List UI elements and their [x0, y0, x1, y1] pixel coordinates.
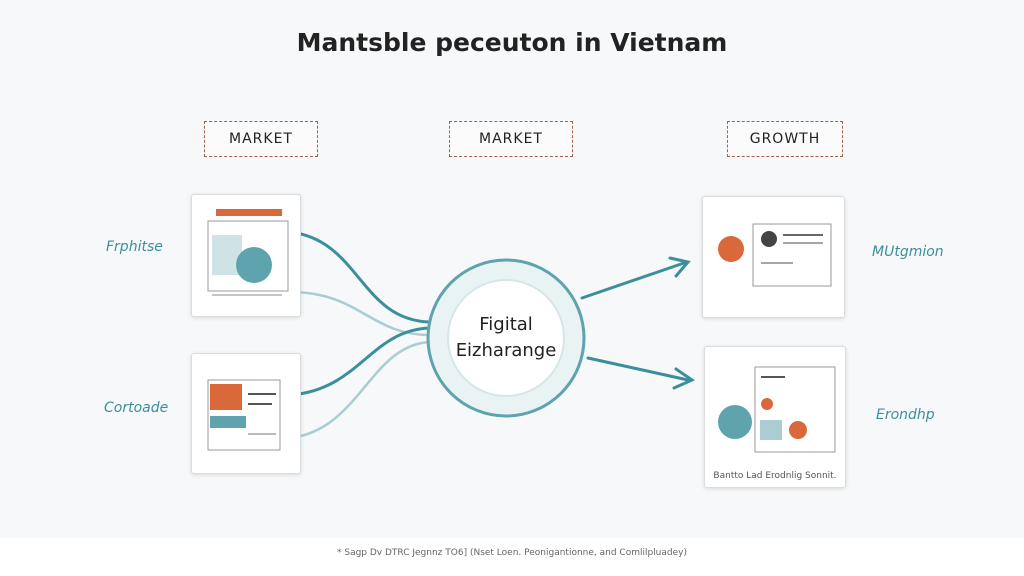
hub-label: Figital Eizharange	[446, 312, 566, 364]
hub-inner-circle	[447, 279, 565, 397]
arrow-up-right	[580, 261, 686, 300]
connector-line	[288, 326, 432, 397]
header-market-1: MARKET	[204, 121, 318, 157]
hub-label-line2: Eizharange	[455, 340, 557, 361]
left-label-1: Frphitse	[106, 239, 163, 255]
footer-note: * Sagp Dv DTRC Jegnnz TO6] (Nset Loen. P…	[337, 548, 687, 558]
card-caption: Bantto Lad Erodnlig Sonnit.	[713, 471, 837, 481]
hub-label-line1: Figital	[479, 314, 533, 335]
arrow-head	[672, 367, 696, 390]
card-left-top	[191, 194, 301, 317]
footer-bar	[0, 538, 1024, 576]
arrow-down-right	[586, 356, 690, 382]
document-illustration	[718, 366, 836, 453]
connector-line	[288, 290, 432, 337]
document-illustration	[718, 223, 832, 287]
header-market-2: MARKET	[449, 121, 573, 157]
card-right-bottom: Bantto Lad Erodnlig Sonnit.	[704, 346, 846, 488]
arrow-head	[668, 256, 691, 278]
connector-line	[288, 230, 432, 324]
page-title: Mantsble peceuton in Vietnam	[296, 28, 728, 57]
right-label-2: Erondhp	[876, 407, 935, 423]
card-left-bottom	[191, 353, 301, 474]
card-right-top	[702, 196, 845, 318]
document-illustration	[207, 379, 281, 451]
connector-line	[288, 340, 432, 440]
left-label-2: Cortoade	[104, 400, 169, 416]
header-growth: GROWTH	[727, 121, 843, 157]
document-illustration	[207, 209, 289, 296]
right-label-1: MUtgmion	[872, 244, 944, 260]
